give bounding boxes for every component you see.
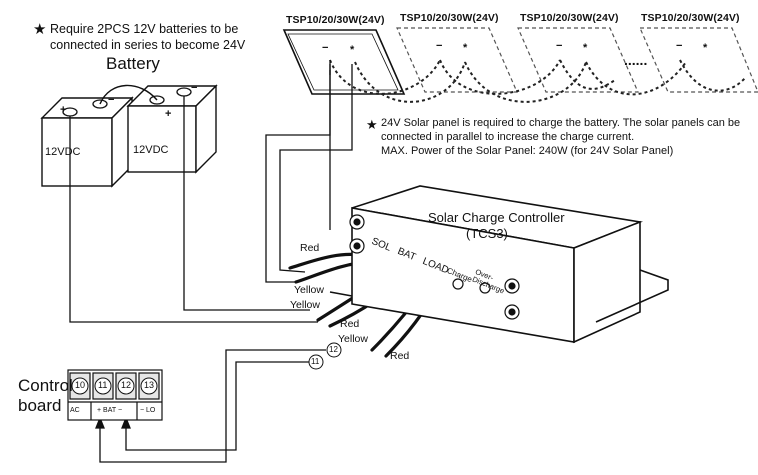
board-label-ac: AC (70, 407, 80, 414)
solar-panel-4-label: TSP10/20/30W(24V) (641, 12, 740, 24)
battery-title: Battery (106, 54, 160, 73)
charge-led (452, 278, 464, 290)
panel-1-minus: − (322, 42, 329, 54)
solar-panel-2 (396, 27, 518, 93)
battery-requirement-line1: Require 2PCS 12V batteries to be (50, 22, 239, 36)
panel-4-plus: * (703, 42, 708, 54)
star-icon: ★ (33, 21, 47, 38)
bat-red-label: Red (340, 318, 360, 330)
sol-red-label: Red (300, 242, 320, 254)
load-red-label: Red (390, 350, 410, 362)
panel-4-minus: − (676, 40, 683, 52)
terminal-10: 10 (75, 380, 86, 390)
battery-left-minus-sign: − (108, 94, 115, 106)
panel-1-plus: * (350, 44, 355, 56)
solar-panel-4 (639, 27, 758, 93)
battery-right-plus-sign: + (165, 108, 172, 120)
solar-note-line3: MAX. Power of the Solar Panel: 240W (for… (381, 145, 674, 157)
terminal-11: 11 (98, 380, 108, 390)
solar-panel-1-label: TSP10/20/30W(24V) (286, 14, 385, 26)
battery-right (126, 84, 218, 174)
board-label-lo: − LO (140, 407, 156, 414)
controller-title: Solar Charge Controller (428, 210, 565, 225)
solar-panel-1 (282, 29, 406, 95)
terminal-13: 13 (144, 380, 155, 390)
connector-11-number: 11 (311, 357, 320, 366)
battery-left-plus-sign: + (60, 104, 67, 116)
battery-right-minus-sign: − (191, 82, 198, 94)
panel-3-plus: * (583, 42, 588, 54)
battery-left-label: 12VDC (45, 146, 81, 158)
battery-left (40, 96, 134, 188)
solar-panel-3 (517, 27, 639, 93)
connector-12-number: 12 (329, 345, 338, 354)
bat-yellow-label: Yellow (290, 299, 320, 311)
panel-2-minus: − (436, 40, 443, 52)
load-yellow-label: Yellow (338, 333, 368, 345)
solar-panel-2-label: TSP10/20/30W(24V) (400, 12, 499, 24)
connector-11-marker (308, 354, 324, 370)
controller-model: (TCS3) (466, 226, 508, 241)
solar-note-line1: 24V Solar panel is required to charge th… (381, 117, 741, 129)
panel-3-minus: − (556, 40, 563, 52)
solar-panel-3-label: TSP10/20/30W(24V) (520, 12, 619, 24)
solar-note-line2: connected in parallel to increase the ch… (381, 131, 635, 143)
terminal-right-minus (176, 87, 192, 97)
star-icon-solar: ★ (366, 117, 378, 132)
terminal-12: 12 (121, 380, 132, 390)
over-discharge-led (479, 282, 491, 294)
control-board-title-line2: board (18, 396, 62, 415)
sol-yellow-label: Yellow (294, 284, 324, 296)
connector-12-marker (326, 342, 342, 358)
more-panels-ellipsis: ...... (624, 52, 648, 68)
battery-requirement-line2: connected in series to become 24V (50, 38, 246, 52)
battery-right-label: 12VDC (133, 144, 169, 156)
board-label-bat: + BAT − (97, 407, 123, 414)
control-board-title-line1: Control (18, 376, 73, 395)
panel-2-plus: * (463, 42, 468, 54)
